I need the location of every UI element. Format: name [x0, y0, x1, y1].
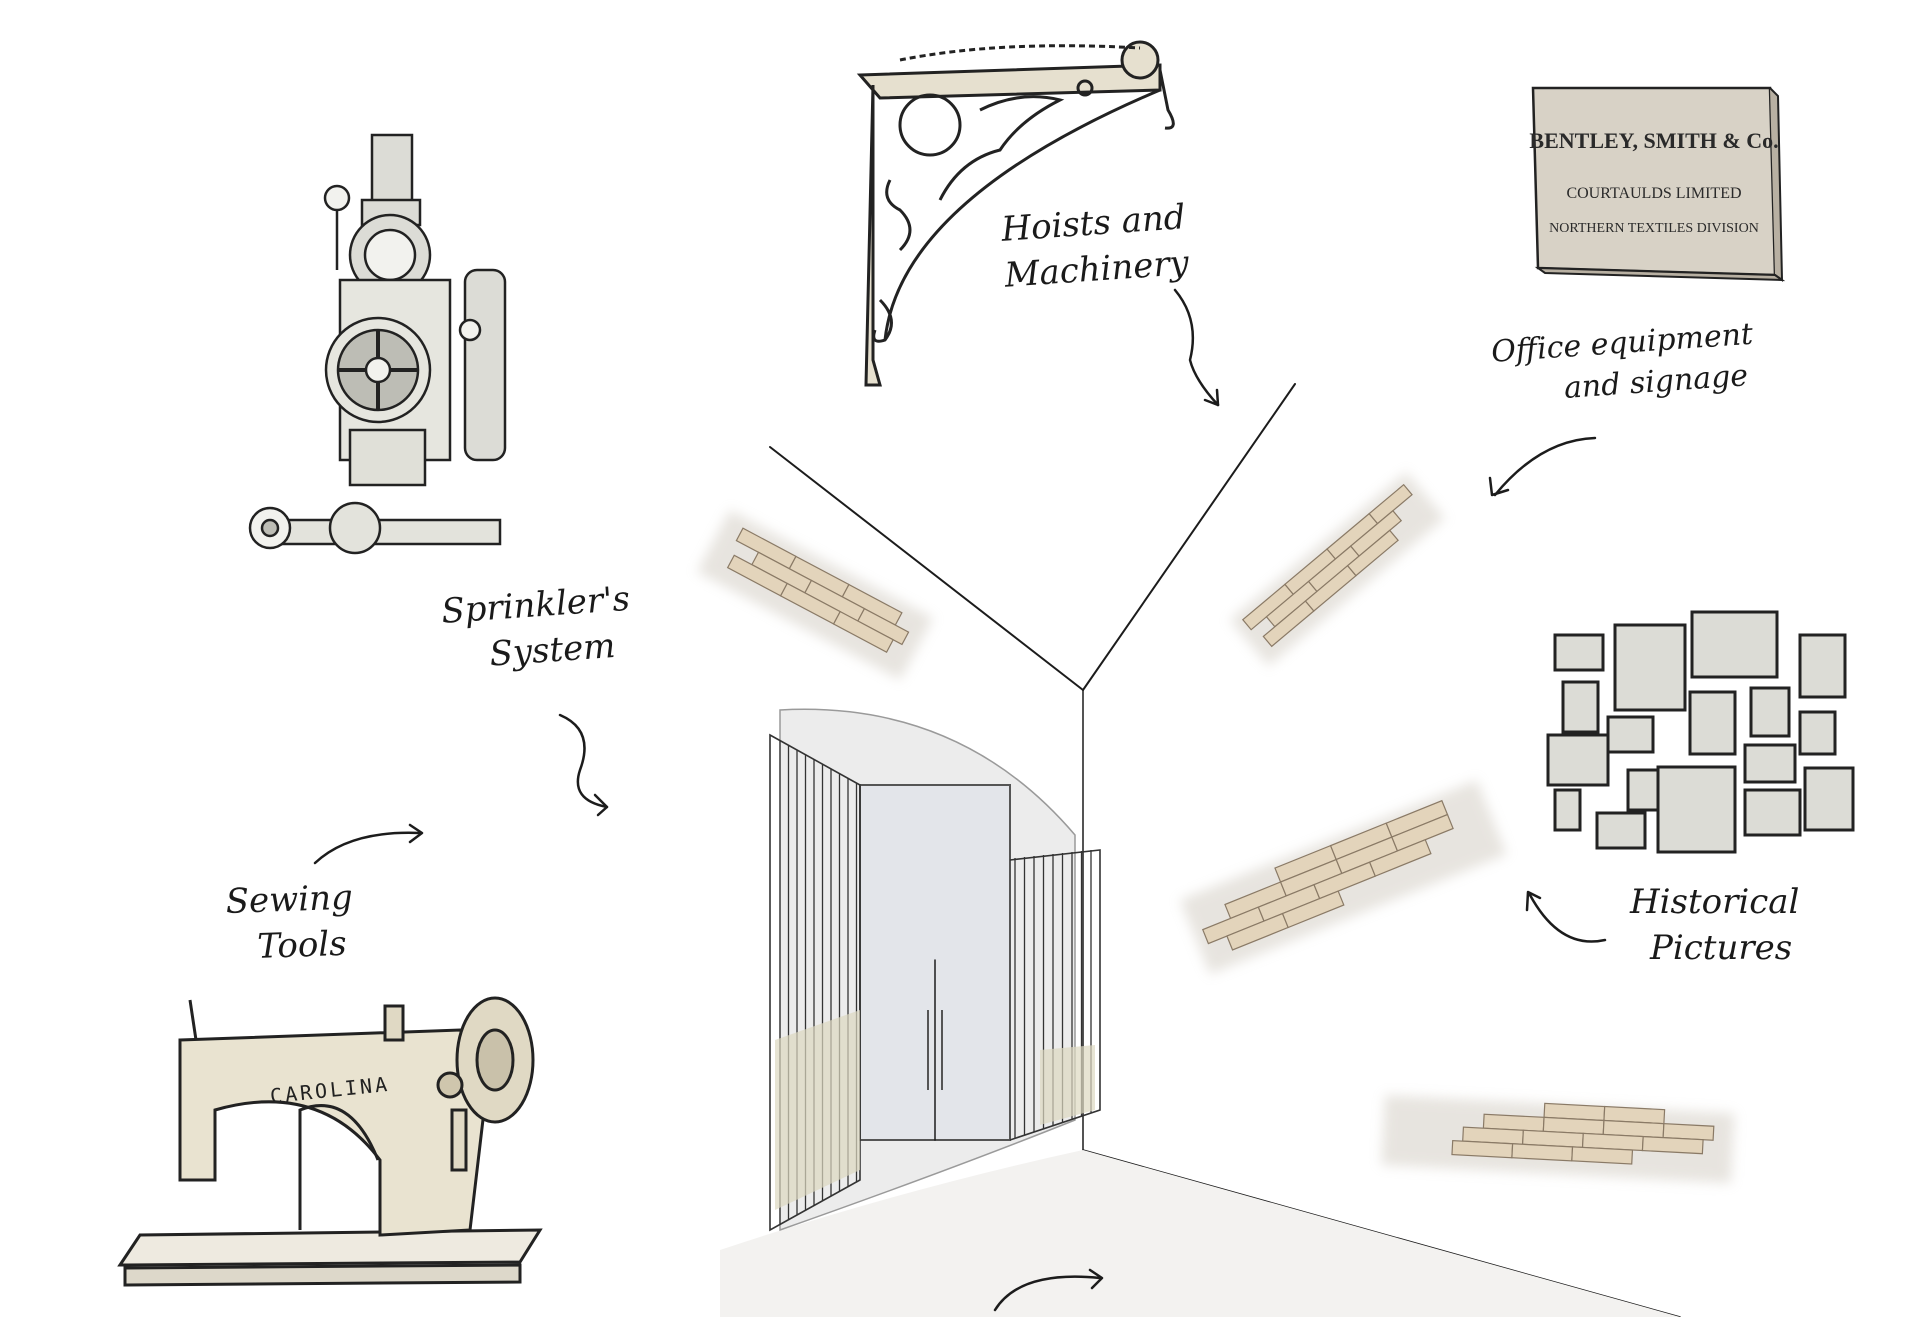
label-historical-pictures: Historical Pictures — [1630, 880, 1799, 972]
arrow-office — [1493, 436, 1597, 497]
brick-patch-middle-right — [1180, 780, 1507, 975]
label-historical-line1: Historical — [1630, 882, 1800, 922]
arrow-sprinkler — [558, 713, 609, 809]
annotation-arrows — [313, 288, 1607, 1312]
plaque-line2: COURTAULDS LIMITED — [1566, 185, 1741, 202]
label-historical-line2: Pictures — [1650, 927, 1793, 968]
hoist-bracket-illustration — [856, 40, 1175, 387]
label-hoists-machinery: Hoists and Machinery — [1000, 195, 1190, 299]
company-signage-plaque: BENTLEY, SMITH & Co. COURTAULDS LIMITED … — [1529, 86, 1786, 282]
label-sprinkler-system: Sprinkler's System — [440, 577, 635, 682]
sprinkler-valve-illustration — [248, 133, 507, 555]
plaque-line3: NORTHERN TEXTILES DIVISION — [1549, 221, 1759, 236]
arrow-entrance — [993, 1275, 1102, 1312]
arrow-hoists — [1173, 288, 1220, 407]
label-sewing-tools: Sewing Tools — [225, 876, 355, 972]
corridor-perspective — [720, 383, 1681, 1318]
arrow-historical — [1528, 893, 1607, 943]
historical-pictures-wall — [1546, 610, 1855, 854]
brick-patch-upper-right — [1230, 472, 1445, 666]
label-sewing-line2: Tools — [256, 923, 348, 967]
gated-entrance — [769, 708, 1101, 1232]
brick-patch-lower-right — [1381, 1095, 1735, 1184]
brick-patch-upper-left — [697, 509, 934, 680]
label-sewing-line1: Sewing — [225, 877, 354, 922]
plaque-line1: BENTLEY, SMITH & Co. — [1529, 128, 1778, 153]
arrow-sewing — [313, 831, 422, 865]
sewing-machine-illustration: CAROLINA — [117, 996, 543, 1287]
